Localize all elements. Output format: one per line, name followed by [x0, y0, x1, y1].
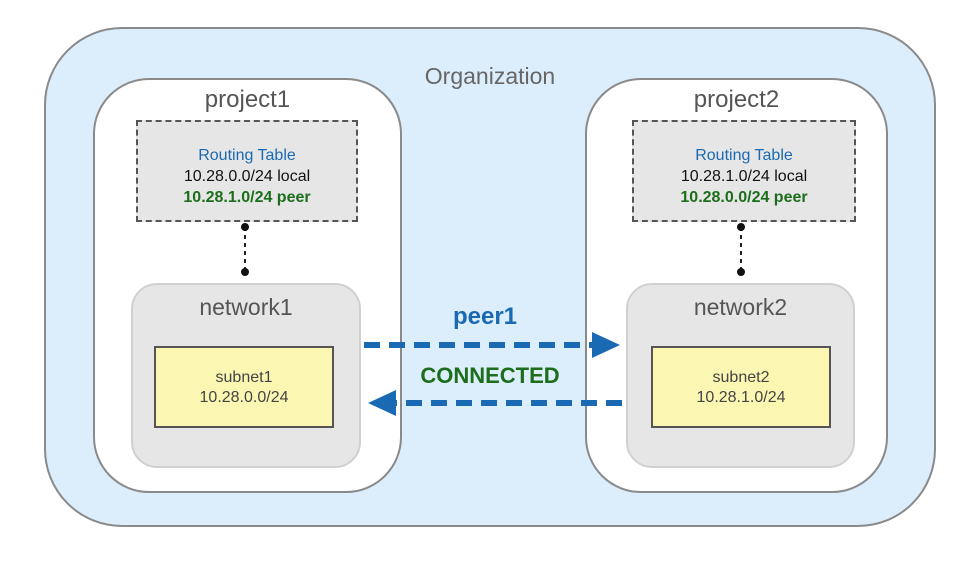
peering-status-label: CONNECTED [420, 363, 560, 388]
project1-title: project1 [204, 86, 291, 113]
project2-routing-table: Routing Table 10.28.1.0/24 local 10.28.0… [632, 120, 856, 222]
peer-arrow-left [368, 390, 622, 416]
routing-table-local-route: 10.28.0.0/24 local [183, 168, 311, 185]
project2-title: project2 [693, 86, 780, 113]
routing-table-peer-route: 10.28.0.0/24 peer [680, 189, 808, 206]
network2-container: network2 subnet2 10.28.1.0/24 [626, 283, 855, 468]
network2-title: network2 [693, 294, 788, 320]
network1-title: network1 [199, 294, 293, 320]
project2-route-link [737, 223, 745, 276]
project1-container: project1 Routing Table 10.28.0.0/24 loca… [93, 78, 402, 493]
subnet2-box: subnet2 10.28.1.0/24 [651, 346, 831, 428]
project1-routing-table: Routing Table 10.28.0.0/24 local 10.28.1… [136, 120, 358, 222]
peering-name-label: peer1 [452, 303, 518, 330]
routing-table-peer-route: 10.28.1.0/24 peer [183, 189, 311, 206]
subnet1-name: subnet1 [215, 369, 273, 386]
peer-arrow-right [364, 332, 620, 358]
subnet1-box: subnet1 10.28.0.0/24 [154, 346, 334, 428]
routing-table-title: Routing Table [198, 147, 296, 164]
project1-route-link [241, 223, 249, 276]
project2-container: project2 Routing Table 10.28.1.0/24 loca… [585, 78, 888, 493]
subnet1-cidr: 10.28.0.0/24 [199, 389, 289, 406]
routing-table-local-route: 10.28.1.0/24 local [680, 168, 808, 185]
subnet2-cidr: 10.28.1.0/24 [696, 389, 786, 406]
subnet2-name: subnet2 [712, 369, 770, 386]
routing-table-title: Routing Table [695, 147, 793, 164]
network1-container: network1 subnet1 10.28.0.0/24 [131, 283, 361, 468]
organization-title: Organization [424, 63, 556, 89]
